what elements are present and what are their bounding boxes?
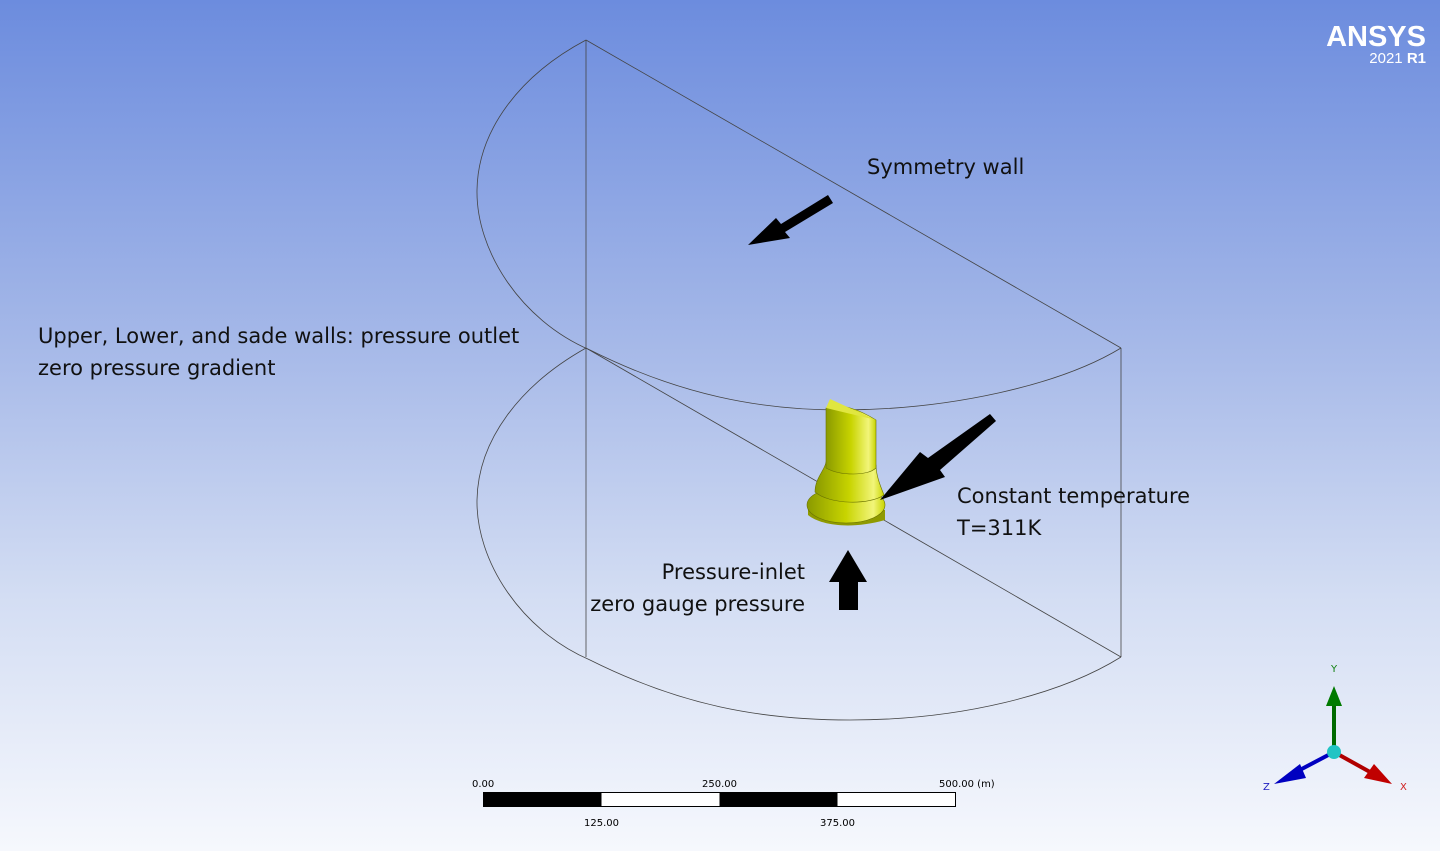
arrow-symmetry-icon [748, 195, 833, 245]
arrow-inlet-icon [829, 550, 867, 610]
triad-z-label: Z [1263, 782, 1270, 793]
outlet-label-line1: Upper, Lower, and sade walls: pressure o… [38, 324, 520, 348]
scale-tick-250: 250.00 [702, 779, 737, 790]
scale-tick-500: 500.00 (m) [939, 779, 995, 790]
scale-bar [483, 792, 956, 807]
symmetry-label: Symmetry wall [867, 155, 1025, 179]
triad-x-label: X [1400, 782, 1407, 793]
heated-object[interactable] [806, 399, 886, 526]
temperature-label-line2: T=311K [957, 516, 1042, 540]
scale-tick-375: 375.00 [820, 818, 855, 829]
domain-outline [476, 39, 1122, 721]
scale-tick-0: 0.00 [472, 779, 495, 790]
scale-tick-125: 125.00 [584, 818, 619, 829]
annotation-arrows [748, 195, 996, 610]
inlet-label-line2: zero gauge pressure [590, 592, 805, 616]
arrow-temperature-icon [880, 414, 996, 500]
outlet-label-line2: zero pressure gradient [38, 356, 276, 380]
inlet-label-line1: Pressure-inlet [661, 560, 805, 584]
axis-triad[interactable] [1274, 686, 1392, 784]
ansys-logo: ANSYS 2021 R1 [1326, 21, 1426, 67]
temperature-label-line1: Constant temperature [957, 484, 1191, 508]
triad-y-label: Y [1331, 664, 1338, 675]
